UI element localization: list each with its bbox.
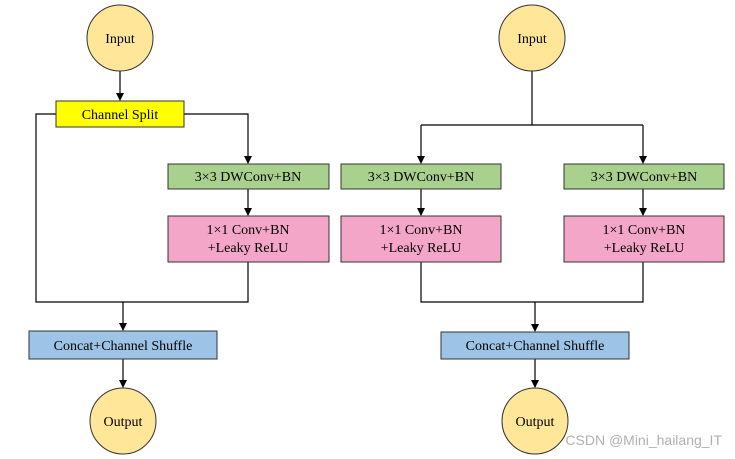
right-input-node: Input bbox=[498, 4, 566, 72]
left-output-label: Output bbox=[104, 415, 143, 430]
right-concat-node: Concat+Channel Shuffle bbox=[440, 331, 630, 360]
left-conv-node: 1×1 Conv+BN +Leaky ReLU bbox=[167, 215, 330, 263]
left-concat-label: Concat+Channel Shuffle bbox=[54, 339, 193, 354]
left-input-node: Input bbox=[86, 4, 154, 72]
watermark-text: CSDN @Mini_hailang_IT bbox=[565, 432, 722, 448]
left-dwconv-node: 3×3 DWConv+BN bbox=[167, 163, 330, 190]
left-channel-split-node: Channel Split bbox=[55, 100, 185, 128]
left-dwconv-label: 3×3 DWConv+BN bbox=[195, 170, 301, 185]
right-dwconv-b-label: 3×3 DWConv+BN bbox=[591, 170, 697, 185]
edge-split-to-dwconv bbox=[184, 113, 252, 164]
left-output-node: Output bbox=[89, 387, 157, 455]
left-concat-box bbox=[28, 330, 218, 360]
right-conv-b-box bbox=[563, 215, 725, 263]
right-input-circle bbox=[498, 4, 566, 72]
right-concat-label: Concat+Channel Shuffle bbox=[466, 339, 605, 354]
right-conv-b-node: 1×1 Conv+BN +Leaky ReLU bbox=[563, 215, 725, 263]
right-concat-box bbox=[440, 331, 630, 360]
left-dwconv-box bbox=[167, 163, 330, 190]
right-output-node: Output bbox=[501, 387, 569, 455]
left-channel-split-label: Channel Split bbox=[82, 108, 159, 123]
left-conv-label-line1: 1×1 Conv+BN bbox=[206, 223, 289, 238]
right-conv-b-label-line2: +Leaky ReLU bbox=[604, 241, 685, 256]
left-conv-box bbox=[167, 215, 330, 263]
right-conv-a-node: 1×1 Conv+BN +Leaky ReLU bbox=[340, 215, 502, 263]
left-conv-label-line2: +Leaky ReLU bbox=[208, 241, 289, 256]
left-block: Input Channel Split 3×3 DWConv+BN 1×1 Co… bbox=[28, 4, 330, 455]
edge-shortcut-and-merge bbox=[35, 113, 249, 303]
right-conv-b-label-line1: 1×1 Conv+BN bbox=[602, 223, 685, 238]
right-dwconv-a-node: 3×3 DWConv+BN bbox=[340, 163, 502, 190]
right-output-circle bbox=[501, 387, 569, 455]
left-output-circle bbox=[89, 387, 157, 455]
right-dwconv-a-box bbox=[340, 163, 502, 190]
right-dwconv-b-box bbox=[563, 163, 725, 190]
right-dwconv-a-label: 3×3 DWConv+BN bbox=[368, 170, 474, 185]
right-block: Input 3×3 DWConv+BN 1×1 Conv+BN +Leaky R… bbox=[340, 4, 725, 455]
right-conv-a-label-line1: 1×1 Conv+BN bbox=[379, 223, 462, 238]
left-concat-node: Concat+Channel Shuffle bbox=[28, 330, 218, 360]
right-dwconv-b-node: 3×3 DWConv+BN bbox=[563, 163, 725, 190]
left-input-label: Input bbox=[105, 32, 135, 47]
right-conv-a-box bbox=[340, 215, 502, 263]
right-output-label: Output bbox=[516, 415, 555, 430]
right-input-label: Input bbox=[517, 32, 547, 47]
edge-right-merge bbox=[420, 262, 644, 303]
right-conv-a-label-line2: +Leaky ReLU bbox=[381, 241, 462, 256]
left-input-circle bbox=[86, 4, 154, 72]
left-channel-split-box bbox=[55, 100, 185, 128]
